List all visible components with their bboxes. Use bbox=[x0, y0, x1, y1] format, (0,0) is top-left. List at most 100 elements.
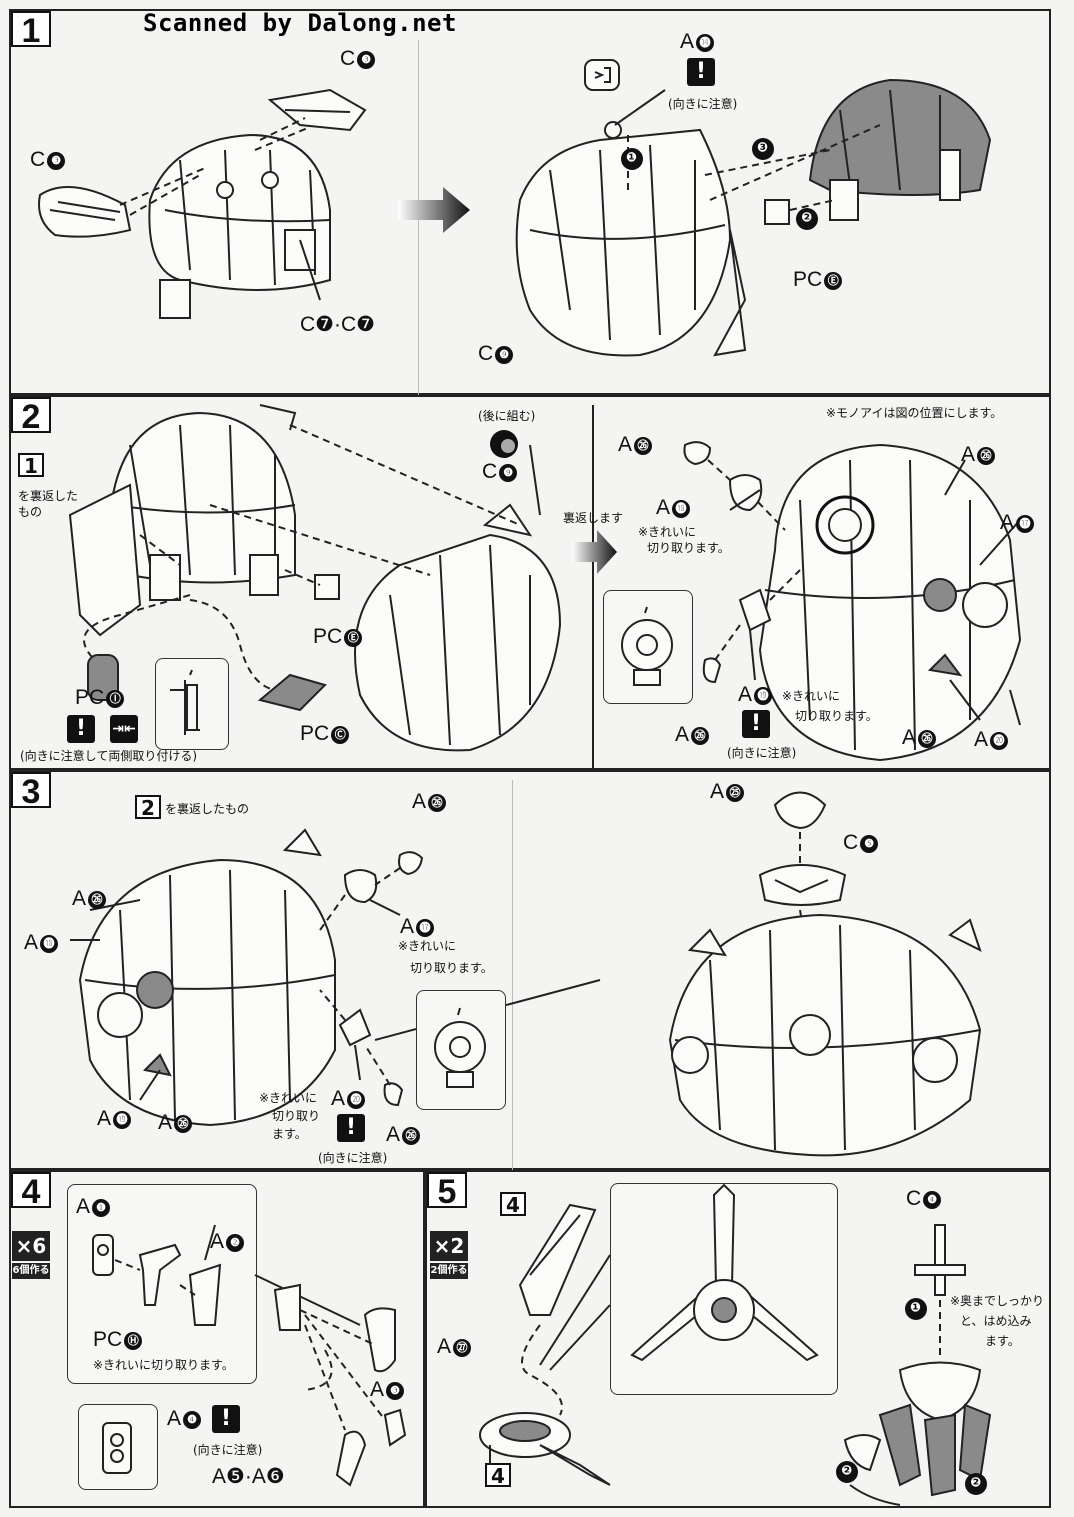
note-fit-3: ます。 bbox=[985, 1334, 1020, 1348]
step-reference-4-bottom: 4 bbox=[485, 1463, 511, 1487]
callout-lines bbox=[539, 1254, 611, 1371]
scan-credit: Scanned by Dalong.net bbox=[143, 9, 457, 37]
step-5-number: 5 bbox=[427, 1172, 467, 1210]
part-number: ㉖ bbox=[691, 727, 710, 745]
inset-detail-PCI bbox=[155, 658, 229, 750]
step-2-assembly-illustration bbox=[68, 404, 562, 752]
step-3-left-illustration bbox=[70, 828, 601, 1127]
step-2-right-illustration bbox=[683, 441, 1022, 762]
inset-PCI-illustration bbox=[170, 669, 200, 735]
part-number: ⓴ bbox=[990, 732, 1009, 750]
step-1-number: 1 bbox=[11, 11, 51, 49]
step-5-final-illustration bbox=[843, 1224, 992, 1506]
note-clean-cut-3: ※きれいに bbox=[259, 1091, 318, 1105]
part-number: ⓳ bbox=[754, 687, 773, 705]
both-sides-icon: ⇥⇤ bbox=[110, 715, 138, 743]
note-clean-cut: ※きれいに切り取ります。 bbox=[93, 1358, 234, 1372]
quantity-note: 2個作る bbox=[430, 1263, 468, 1279]
step-reference-1: 1 bbox=[18, 453, 44, 477]
step-reference-2: 2 bbox=[135, 795, 161, 819]
inset-A20-illustration bbox=[434, 1007, 486, 1088]
part-number: ❷ bbox=[226, 1234, 245, 1252]
step-5-leg-illustration bbox=[479, 1203, 611, 1486]
label-C7-C7: C❼·C❼ bbox=[300, 313, 375, 336]
quantity-note: 6個作る bbox=[12, 1263, 50, 1279]
note-clean-cut-5: ます。 bbox=[272, 1127, 307, 1141]
note-orientation-4: (向きに注意) bbox=[193, 1443, 263, 1457]
step-4-panel bbox=[9, 1170, 425, 1508]
inset-A19-illustration bbox=[621, 606, 673, 686]
step-1-dome-illustration bbox=[38, 88, 367, 319]
note-flipped: を裏返したもの bbox=[165, 802, 250, 816]
part-number: ❸ bbox=[386, 1382, 405, 1400]
proceed-arrow-icon bbox=[572, 530, 617, 574]
note-assemble-later: (後に組む) bbox=[478, 409, 536, 423]
caution-icon: ! bbox=[212, 1405, 240, 1433]
step-reference-4-top: 4 bbox=[500, 1192, 526, 1216]
step-4-number: 4 bbox=[11, 1172, 51, 1210]
part-number: Ⓘ bbox=[106, 690, 125, 708]
part-number: ❾ bbox=[499, 464, 518, 482]
part-number: ❺ bbox=[860, 835, 879, 853]
note-both-sides: (向きに注意して両側取り付ける) bbox=[20, 749, 198, 763]
inset-A4-illustration bbox=[102, 1422, 132, 1474]
tripod-illustration bbox=[630, 1183, 819, 1362]
part-number: ㉖ bbox=[88, 891, 107, 909]
part-number: ㉖ bbox=[634, 437, 653, 455]
label-A5-A6: A❺·A❻ bbox=[212, 1465, 285, 1488]
step-2-divider bbox=[592, 405, 594, 770]
step-3-panel bbox=[9, 770, 1051, 1170]
part-number: ❸ bbox=[47, 152, 66, 170]
note-orientation-3: (向きに注意) bbox=[318, 1151, 388, 1165]
part-number: ⓳ bbox=[113, 1111, 132, 1129]
part-number: ㉖ bbox=[402, 1127, 421, 1145]
note-clean-cut-2: 切り取ります。 bbox=[410, 961, 493, 975]
step-3-divider bbox=[512, 780, 513, 1170]
note-orientation: (向きに注意) bbox=[668, 97, 738, 111]
note-flipped-1: を裏返した bbox=[18, 489, 79, 503]
note-clean-cut-3: ※きれいに bbox=[782, 689, 841, 703]
part-number: Ⓗ bbox=[124, 1332, 143, 1350]
quantity-badge: ×6 bbox=[12, 1231, 50, 1261]
part-number: Ⓒ bbox=[331, 726, 350, 744]
part-number: Ⓔ bbox=[344, 629, 363, 647]
step-1-head-assembly-illustration bbox=[515, 59, 992, 357]
note-clean-cut-4: 切り取り bbox=[272, 1109, 321, 1123]
part-number: ❹ bbox=[183, 1411, 202, 1429]
quantity-badge: ×2 bbox=[430, 1231, 468, 1261]
part-number: ⓱ bbox=[1016, 515, 1035, 533]
part-number: ㉖ bbox=[428, 794, 447, 812]
step-1-panel bbox=[9, 9, 1051, 395]
part-number: ❸ bbox=[357, 51, 376, 69]
inset-detail-A1-A2 bbox=[67, 1184, 257, 1384]
part-number: ㉖ bbox=[977, 447, 996, 465]
step-2-panel bbox=[9, 395, 1051, 770]
proceed-arrow-icon bbox=[398, 187, 470, 233]
